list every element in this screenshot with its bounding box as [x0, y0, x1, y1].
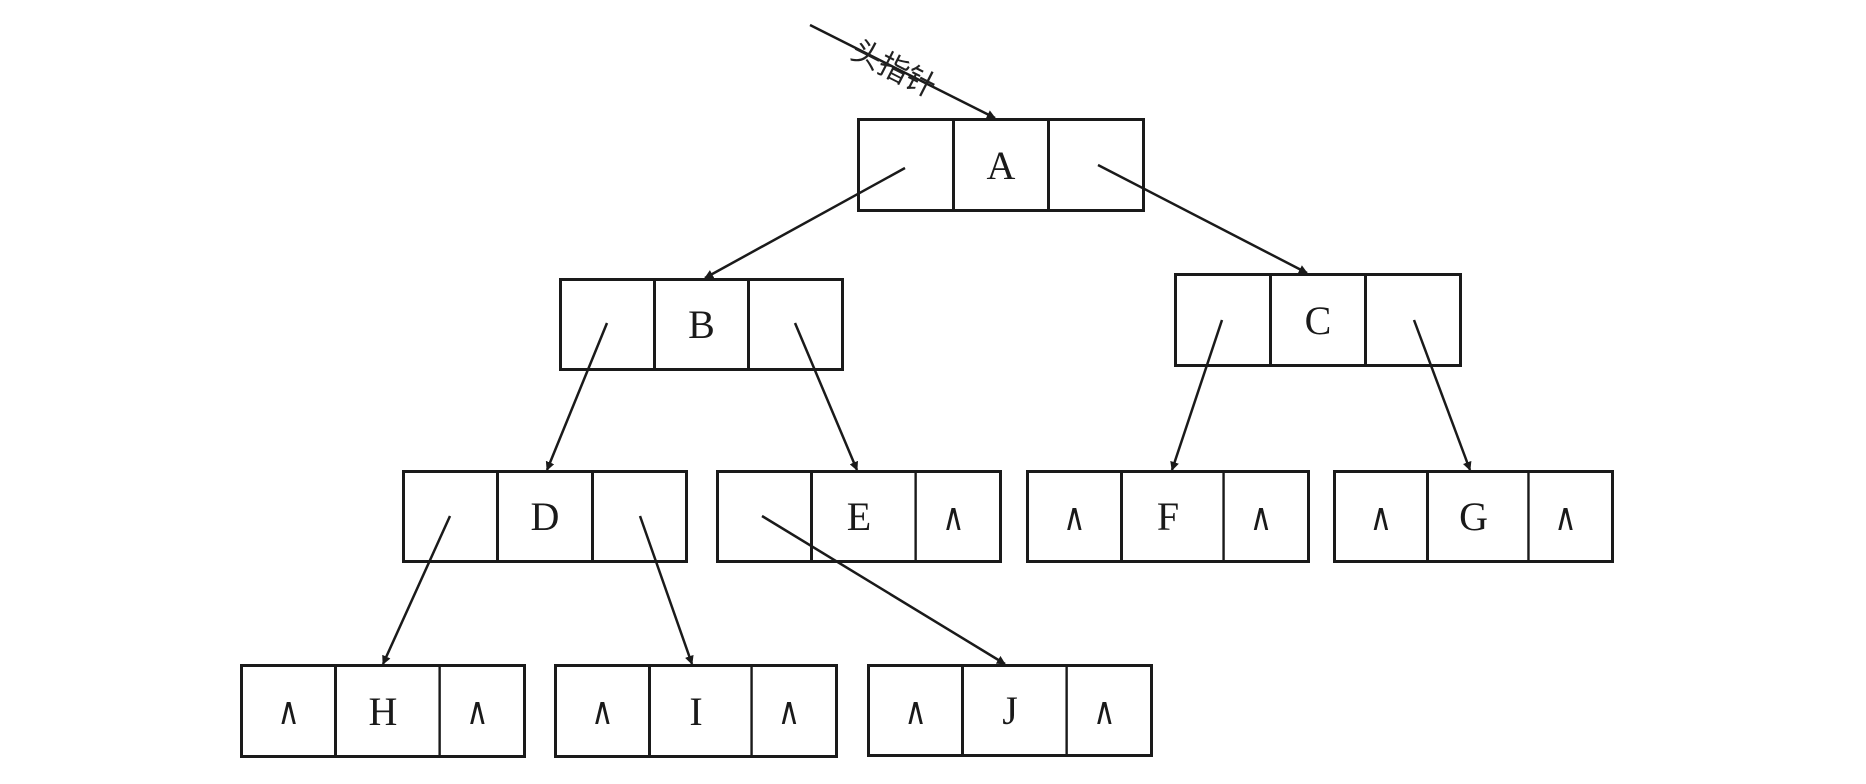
right-pointer-cell [747, 281, 841, 368]
right-pointer-cell [1364, 276, 1459, 364]
data-cell: F [1119, 473, 1214, 560]
data-cell: G [1425, 473, 1519, 560]
right-null-pointer-cell: ∧ [750, 667, 826, 755]
left-pointer-cell [562, 281, 653, 368]
tree-node-g: ∧ G ∧ [1333, 470, 1614, 563]
tree-node-j: ∧ J ∧ [867, 664, 1153, 757]
tree-node-b: B [559, 278, 844, 371]
tree-node-d: D [402, 470, 688, 563]
right-null-pointer-cell: ∧ [914, 473, 989, 560]
left-null-pointer-cell: ∧ [1063, 494, 1086, 539]
data-cell: E [810, 473, 904, 560]
right-null-pointer-cell: ∧ [438, 667, 513, 755]
tree-node-e: E ∧ [716, 470, 1002, 563]
left-pointer-cell [860, 121, 952, 209]
arrow-a-to-c [1097, 163, 1308, 275]
arrow-c-to-g [1412, 319, 1472, 471]
data-cell: C [1269, 276, 1364, 364]
tree-node-i: ∧ I ∧ [554, 664, 838, 758]
arrow-b-to-e [793, 322, 859, 471]
data-cell: J [961, 667, 1055, 754]
right-null-pointer-cell: ∧ [1527, 473, 1602, 560]
right-null-pointer-cell: ∧ [1065, 667, 1140, 754]
arrow-d-to-h [381, 515, 452, 665]
arrow-a-to-b [704, 166, 906, 280]
data-cell: D [496, 473, 590, 560]
tree-node-a: A [857, 118, 1145, 212]
tree-node-f: ∧ F ∧ [1026, 470, 1310, 563]
arrow-c-to-f [1170, 319, 1224, 471]
left-pointer-cell [719, 473, 810, 560]
arrow-d-to-i [638, 515, 694, 665]
arrow-b-to-d [545, 322, 609, 471]
data-cell: H [334, 667, 428, 755]
tree-node-c: C [1174, 273, 1462, 367]
head-pointer-arrow [809, 23, 996, 120]
right-pointer-cell [590, 473, 685, 560]
left-pointer-cell [405, 473, 496, 560]
data-cell: I [647, 667, 742, 755]
right-null-pointer-cell: ∧ [1222, 473, 1298, 560]
left-null-pointer-cell: ∧ [591, 689, 614, 733]
tree-node-h: ∧ H ∧ [240, 664, 526, 758]
left-pointer-cell [1177, 276, 1269, 364]
left-null-pointer-cell: ∧ [1369, 494, 1392, 539]
left-null-pointer-cell: ∧ [904, 688, 927, 733]
right-pointer-cell [1047, 121, 1142, 209]
data-cell: A [952, 121, 1047, 209]
data-cell: B [653, 281, 747, 368]
arrow-e-to-j [761, 514, 1006, 666]
left-null-pointer-cell: ∧ [277, 689, 300, 733]
